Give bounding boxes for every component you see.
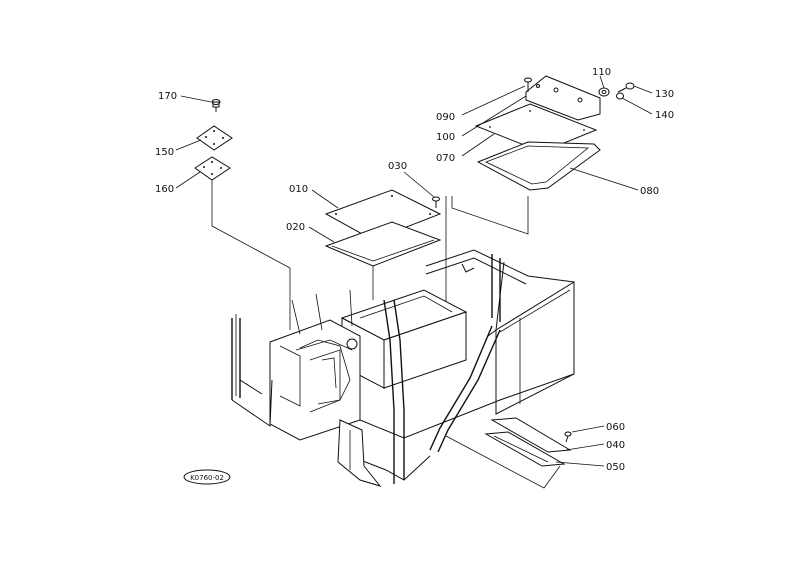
washer-110	[598, 87, 610, 97]
bolt-090	[524, 77, 532, 92]
callout-100: 100	[436, 132, 455, 143]
leader-160	[175, 171, 201, 189]
leader-170	[180, 95, 212, 103]
seal-frame-080	[476, 141, 601, 191]
callout-040: 040	[606, 440, 625, 451]
leader-140	[621, 97, 653, 115]
leader-030	[403, 171, 435, 198]
plate-160	[194, 156, 231, 181]
callout-080: 080	[640, 186, 659, 197]
leader-130	[633, 85, 653, 94]
drawing-number: K0760-02	[190, 474, 224, 482]
callout-140: 140	[655, 110, 674, 121]
leader-080	[569, 167, 639, 191]
side-plate-040	[490, 417, 572, 453]
nut-140	[616, 92, 624, 100]
bolt-170	[211, 99, 221, 112]
callout-070: 070	[436, 153, 455, 164]
leader-100	[461, 95, 527, 137]
drawing-number-badge: K0760-02	[183, 469, 231, 485]
leader-040	[565, 443, 605, 451]
bolt-060	[564, 431, 572, 443]
callout-160: 160	[155, 184, 174, 195]
callout-150: 150	[155, 147, 174, 158]
callout-130: 130	[655, 89, 674, 100]
guide-line-160	[211, 180, 291, 330]
leader-010	[311, 189, 339, 209]
guide-line-seat	[451, 196, 529, 235]
bolt-030	[432, 196, 440, 208]
plate-150	[196, 125, 233, 151]
callout-090: 090	[436, 112, 455, 123]
guide-line-side	[445, 435, 561, 489]
leader-020	[308, 226, 335, 243]
floor-mat-020	[324, 221, 442, 267]
seat-bracket-100	[525, 75, 601, 121]
bolt-130	[617, 82, 635, 93]
callout-030: 030	[388, 161, 407, 172]
side-plate-050	[484, 431, 566, 467]
leader-070	[461, 133, 495, 157]
leader-150	[175, 139, 202, 151]
leader-090	[461, 85, 526, 116]
cab-frame-body	[231, 249, 575, 487]
leader-060	[571, 425, 605, 433]
callout-060: 060	[606, 422, 625, 433]
callout-110: 110	[592, 67, 611, 78]
leader-110	[599, 75, 605, 89]
callout-010: 010	[289, 184, 308, 195]
callout-020: 020	[286, 222, 305, 233]
leader-050	[555, 461, 605, 467]
callout-050: 050	[606, 462, 625, 473]
callout-170: 170	[158, 91, 177, 102]
